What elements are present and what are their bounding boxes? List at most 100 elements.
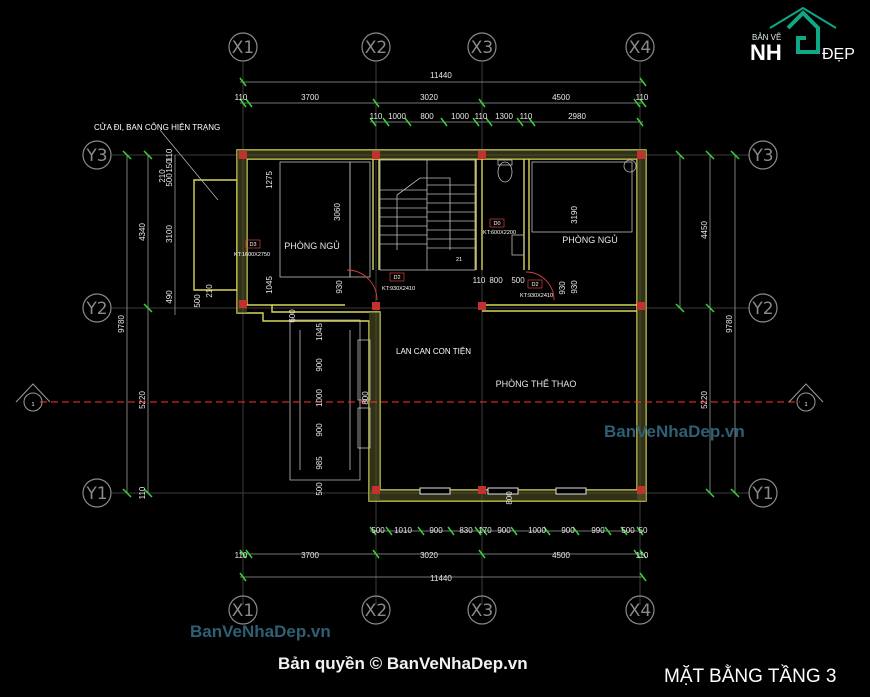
axis-bubble bbox=[361, 32, 391, 62]
wall-partition bbox=[482, 304, 637, 312]
dim-inner: 800 bbox=[361, 391, 370, 405]
dim-left-detail: 150 bbox=[165, 159, 174, 173]
dim-top-detail: 800 bbox=[420, 112, 434, 121]
dim-left-detail: 500 bbox=[165, 173, 174, 187]
plant-icon bbox=[623, 159, 637, 173]
dim-left-chain: 5220 bbox=[138, 391, 147, 409]
section-marker-right: 1 bbox=[804, 402, 807, 408]
leader-line bbox=[159, 129, 219, 201]
dim-left-detail: 110 bbox=[138, 486, 147, 499]
bathroom bbox=[497, 159, 525, 256]
dim-bottom-chain: 110 bbox=[235, 551, 248, 560]
axis-bubble bbox=[467, 595, 497, 625]
dim-left-detail: 3100 bbox=[165, 225, 174, 243]
section-marker-left: 1 bbox=[31, 402, 34, 408]
dim-top-detail: 110 bbox=[520, 112, 533, 121]
dim-inner: 1045 bbox=[265, 276, 274, 294]
staircase bbox=[379, 159, 476, 271]
dim-top-total: 11440 bbox=[430, 71, 452, 80]
bed-right bbox=[531, 161, 633, 233]
dim-right-inner: 3190 bbox=[570, 206, 579, 224]
windows bbox=[419, 487, 587, 495]
dim-inner: 3060 bbox=[333, 203, 342, 221]
columns bbox=[239, 151, 645, 494]
dim-inner: 1275 bbox=[265, 171, 274, 189]
dimension-ticks bbox=[122, 77, 740, 582]
axis-label-y3-right: Y3 bbox=[751, 146, 773, 166]
dim-inner: 930 bbox=[335, 280, 344, 294]
dim-inner: 800 bbox=[489, 276, 503, 285]
dim-top-detail: 1300 bbox=[495, 112, 513, 121]
axis-bubble bbox=[748, 293, 778, 323]
dim-inner: 985 bbox=[315, 456, 324, 470]
axis-label-x3-bottom: X3 bbox=[471, 601, 493, 621]
dim-bottom-detail: 830 bbox=[459, 526, 473, 535]
dim-bottom-detail: 1010 bbox=[394, 526, 412, 535]
dim-inner: 900 bbox=[315, 358, 324, 372]
dim-left-detail: 210 bbox=[158, 169, 167, 183]
axis-label-x1-bottom: X1 bbox=[232, 601, 254, 621]
dim-top-detail: 1000 bbox=[388, 112, 406, 121]
section-line bbox=[15, 383, 824, 412]
dim-inner: 800 bbox=[505, 491, 514, 505]
dim-top-detail: 110 bbox=[475, 112, 488, 121]
site-logo: BẢN VẼ NH ĐẸP bbox=[750, 6, 855, 65]
wall-partition bbox=[475, 159, 483, 270]
dim-bottom-total: 11440 bbox=[430, 574, 452, 583]
dim-left-detail: 210 bbox=[205, 284, 214, 298]
logo-main-text: NH bbox=[750, 40, 782, 65]
dim-top-chain: 110 bbox=[235, 93, 248, 102]
railing bbox=[289, 319, 371, 481]
axis-bubble bbox=[228, 32, 258, 62]
door-tag: D3 bbox=[249, 242, 256, 248]
wardrobe-left bbox=[349, 161, 371, 278]
label-railing: LAN CAN CON TIỆN bbox=[396, 347, 471, 356]
axis-bubble bbox=[625, 595, 655, 625]
dim-inner: 900 bbox=[315, 423, 324, 437]
dim-bottom-detail: 1000 bbox=[528, 526, 546, 535]
dim-inner: 110 bbox=[473, 276, 486, 285]
dim-top-chain: 3020 bbox=[420, 93, 438, 102]
wall-partition bbox=[523, 159, 530, 270]
dim-bottom-detail: 900 bbox=[429, 526, 443, 535]
door-tag: D2 bbox=[393, 275, 400, 281]
axis-label-x4: X4 bbox=[629, 38, 651, 58]
axis-bubble bbox=[82, 478, 112, 508]
axis-label-y2-right: Y2 bbox=[751, 299, 773, 319]
dim-bottom-detail: 900 bbox=[497, 526, 511, 535]
axis-label-x2: X2 bbox=[365, 38, 387, 58]
axis-bubble bbox=[625, 32, 655, 62]
door-size: KT:600X2200 bbox=[483, 230, 516, 236]
dim-bottom-chain: 3020 bbox=[420, 551, 438, 560]
logo-right-text: ĐẸP bbox=[822, 46, 855, 63]
dim-inner: 500 bbox=[511, 276, 525, 285]
furniture bbox=[279, 159, 637, 278]
axis-bubble bbox=[361, 595, 391, 625]
dim-bottom-detail: 500 bbox=[621, 526, 635, 535]
dim-left-detail: 110 bbox=[165, 148, 174, 161]
door-size: KT:930X2410 bbox=[520, 293, 553, 299]
dim-left-chain: 4340 bbox=[138, 223, 147, 241]
dim-bottom-detail: 990 bbox=[591, 526, 605, 535]
dim-bottom-chain: 110 bbox=[636, 551, 649, 560]
dim-right-chain: 5220 bbox=[700, 391, 709, 409]
dim-top-chain: 4500 bbox=[552, 93, 570, 102]
dim-inner: 1000 bbox=[315, 389, 324, 407]
axis-label-x4-bottom: X4 bbox=[629, 601, 651, 621]
axis-bubble bbox=[748, 478, 778, 508]
axis-label-y1-left: Y1 bbox=[85, 484, 107, 504]
axis-label-x1: X1 bbox=[232, 38, 254, 58]
axis-bubble bbox=[82, 293, 112, 323]
axis-bubbles bbox=[82, 32, 778, 625]
grid-lines bbox=[112, 62, 750, 605]
door-tag: D0 bbox=[493, 221, 500, 227]
dim-top-chain: 3700 bbox=[301, 93, 319, 102]
axis-label-x2-bottom: X2 bbox=[365, 601, 387, 621]
label-bedroom-left: PHÒNG NGỦ bbox=[284, 240, 340, 251]
axis-bubble bbox=[82, 140, 112, 170]
door-size: KT:930X2410 bbox=[382, 286, 415, 292]
stair-count: 21 bbox=[456, 257, 462, 263]
wall-partition bbox=[372, 159, 380, 270]
axis-label-x3: X3 bbox=[471, 38, 493, 58]
house-logo-icon bbox=[786, 10, 820, 54]
